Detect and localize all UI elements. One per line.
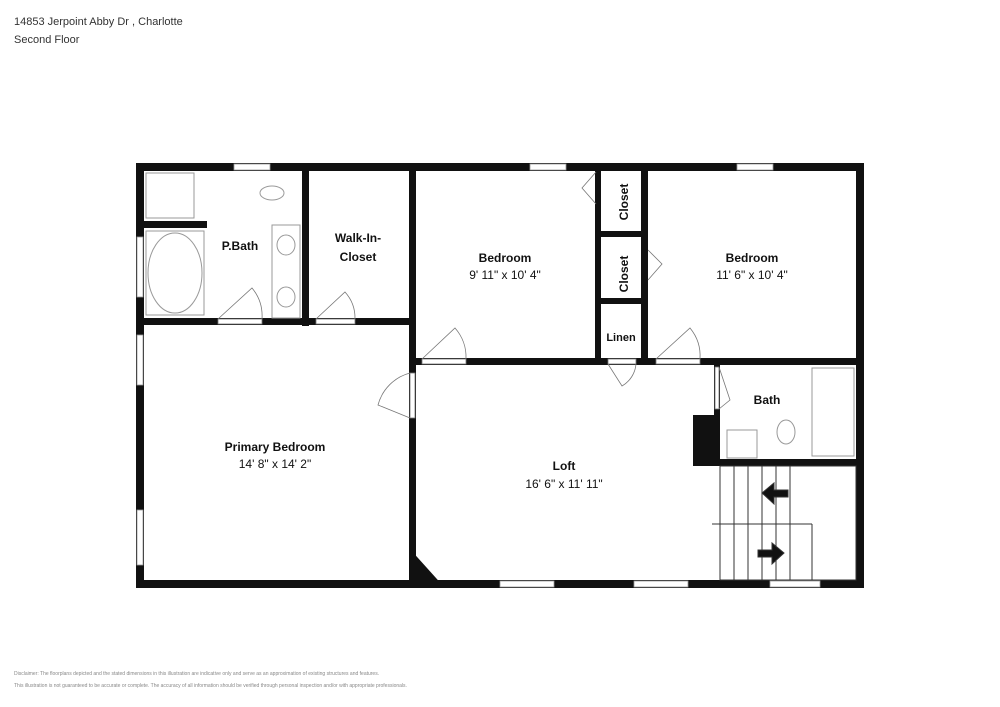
bathtub-icon	[811, 367, 855, 457]
sink-icon	[726, 429, 758, 459]
arrow-left-icon	[761, 481, 789, 506]
disclaimer-line1: Disclaimer: The floorplans depicted and …	[14, 671, 380, 677]
toilet-icon	[776, 419, 796, 445]
room-bedroom1: Bedroom	[479, 251, 532, 265]
room-loft-dims: 16' 6" x 11' 11"	[525, 477, 602, 491]
toilet-icon	[259, 185, 285, 201]
arrow-right-icon	[757, 541, 785, 566]
stairs	[712, 465, 857, 581]
room-primary-dims: 14' 8" x 14' 2"	[239, 457, 311, 471]
room-walkin-2: Closet	[340, 250, 377, 264]
floor-name: Second Floor	[14, 34, 80, 46]
room-closet2: Closet	[617, 256, 631, 293]
room-bedroom2: Bedroom	[726, 251, 779, 265]
room-primary: Primary Bedroom	[225, 440, 326, 454]
room-loft: Loft	[553, 459, 576, 473]
room-walkin-1: Walk-In-	[335, 231, 381, 245]
doors	[217, 171, 731, 419]
fixtures	[145, 172, 855, 459]
disclaimer-line2: This illustration is not guaranteed to b…	[14, 683, 407, 689]
room-bath: Bath	[754, 393, 781, 407]
room-bedroom2-dims: 11' 6" x 10' 4"	[716, 268, 788, 282]
address: 14853 Jerpoint Abby Dr , Charlotte	[14, 16, 183, 28]
room-closet1: Closet	[617, 184, 631, 221]
windows	[136, 163, 821, 588]
room-labels: P.Bath Walk-In- Closet Bedroom 9' 11" x …	[222, 184, 788, 491]
shower-icon	[145, 172, 195, 219]
room-pbath: P.Bath	[222, 239, 258, 253]
room-bedroom1-dims: 9' 11" x 10' 4"	[469, 268, 541, 282]
room-linen: Linen	[606, 332, 636, 344]
